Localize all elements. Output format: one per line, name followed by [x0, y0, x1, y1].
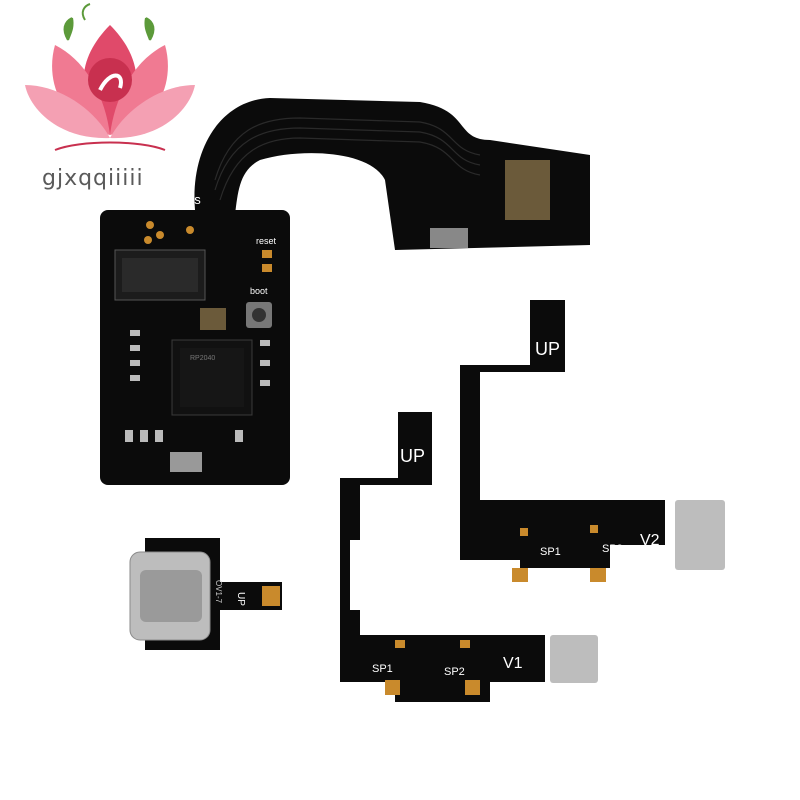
v2-sp1-label: SP1 — [540, 546, 561, 558]
flex-cable-v2: UP SP1 SP2 V2 — [460, 300, 725, 582]
v2-version-label: V2 — [640, 532, 660, 549]
lotus-logo — [25, 3, 195, 151]
main-board: New2040plus reset boot RP2040 — [100, 98, 591, 485]
flex-cable-v1: UP SP1 SP2 V1 — [340, 412, 598, 702]
watermark: gjxqqiiiii — [42, 166, 144, 191]
reset-label: reset — [256, 236, 277, 246]
v1-version-label: V1 — [503, 655, 523, 672]
v1-up-label: UP — [400, 446, 425, 466]
chip-text: RP2040 — [190, 355, 215, 362]
v2-sp2-label: SP2 — [602, 543, 623, 555]
v1-sp2-label: SP2 — [444, 666, 465, 678]
boot-label: boot — [250, 286, 268, 296]
usbc-code-label: OV1-7 — [214, 580, 223, 604]
usbc-up-label: UP — [235, 592, 246, 606]
board-model-label: New2040plus — [122, 192, 201, 207]
v2-up-label: UP — [535, 339, 560, 359]
v1-sp1-label: SP1 — [372, 663, 393, 675]
usb-c-board: UP OV1-7 — [129, 538, 282, 650]
